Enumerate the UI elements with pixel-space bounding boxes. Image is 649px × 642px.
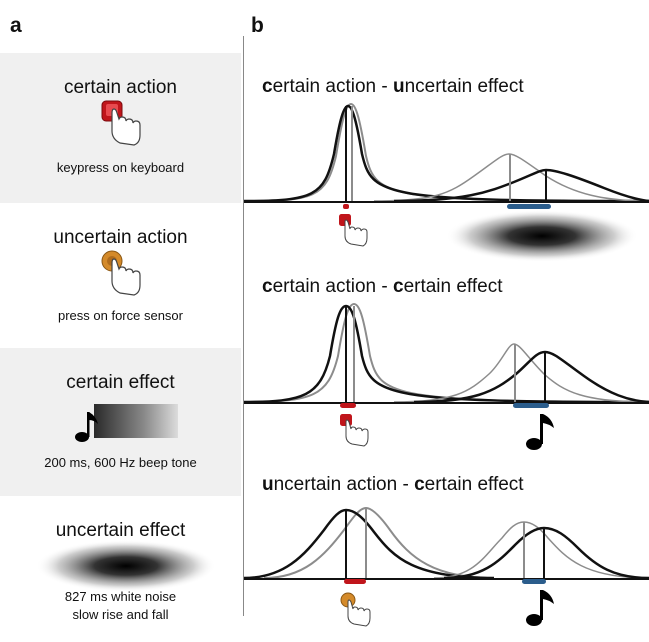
subtitle-line-1: 827 ms white noise	[64, 589, 177, 604]
red-key-press-icon	[339, 214, 368, 247]
panel-label-b: b	[251, 14, 264, 37]
card-uncertain-action: uncertain action press on force sensor	[0, 203, 241, 348]
card-subtitle: 827 ms white noise slow rise and fall	[0, 588, 241, 624]
action-curve-black	[244, 508, 495, 580]
beep-tone-icon	[75, 404, 178, 442]
panel-label-a: a	[10, 14, 22, 37]
card-subtitle: press on force sensor	[57, 308, 183, 323]
white-noise-icon	[36, 540, 216, 592]
title-text: ertain effect	[424, 474, 524, 495]
music-note-icon	[526, 590, 554, 626]
effect-marker	[513, 403, 549, 408]
effect-curve-gray	[393, 343, 649, 403]
distribution-row-1	[244, 102, 649, 262]
red-key-press-icon	[101, 100, 141, 146]
white-noise-icon	[446, 210, 638, 262]
force-sensor-press-icon	[340, 592, 371, 627]
effect-marker	[522, 579, 546, 584]
action-marker	[340, 403, 356, 408]
music-note-icon	[526, 414, 554, 450]
effect-marker	[507, 204, 551, 209]
card-uncertain-effect: uncertain effect 827 ms white noise slow…	[0, 496, 241, 642]
title-text: ncertain action -	[273, 474, 415, 495]
distribution-row-3	[244, 506, 649, 627]
action-curve-gray	[244, 102, 649, 202]
title-text: ertain action -	[272, 276, 393, 297]
effect-curve-black	[413, 350, 649, 404]
title-initial: u	[262, 474, 274, 495]
force-sensor-press-icon	[101, 250, 141, 296]
title-text: ncertain effect	[404, 76, 524, 97]
distribution-row-2	[244, 302, 649, 450]
card-subtitle: 200 ms, 600 Hz beep tone	[44, 455, 197, 470]
card-title: certain effect	[66, 372, 175, 393]
subtitle-line-2: slow rise and fall	[72, 607, 169, 622]
effect-curve-black	[393, 168, 649, 203]
row-title-3: uncertain action - certain effect	[262, 474, 524, 496]
action-marker	[343, 204, 349, 209]
action-curve-black	[244, 104, 649, 203]
action-marker	[344, 579, 366, 584]
red-key-press-icon	[340, 414, 369, 447]
panel-divider	[243, 36, 244, 616]
card-subtitle: keypress on keyboard	[56, 160, 185, 175]
action-curve-black	[244, 304, 649, 404]
card-title: certain action	[63, 77, 177, 98]
title-text: ertain effect	[403, 276, 503, 297]
row-title-1: certain action - uncertain effect	[262, 76, 524, 98]
row-title-2: certain action - certain effect	[262, 276, 503, 298]
card-title: uncertain effect	[55, 520, 186, 541]
title-initial: c	[262, 276, 273, 297]
card-title: uncertain action	[53, 227, 188, 248]
title-initial: u	[392, 76, 405, 97]
action-curve-gray	[244, 302, 649, 403]
card-certain-action: certain action keypress on keyboard	[0, 53, 241, 203]
title-initial: c	[414, 474, 425, 495]
title-text: ertain action -	[272, 76, 393, 97]
card-certain-effect: certain effect 200 ms, 600 Hz beep tone	[0, 348, 241, 496]
effect-curve-gray	[433, 521, 649, 579]
title-initial: c	[392, 276, 404, 297]
condition-legend: certain action keypress on keyboard unce…	[0, 53, 241, 642]
title-initial: c	[262, 76, 273, 97]
action-curve-gray	[263, 506, 495, 579]
